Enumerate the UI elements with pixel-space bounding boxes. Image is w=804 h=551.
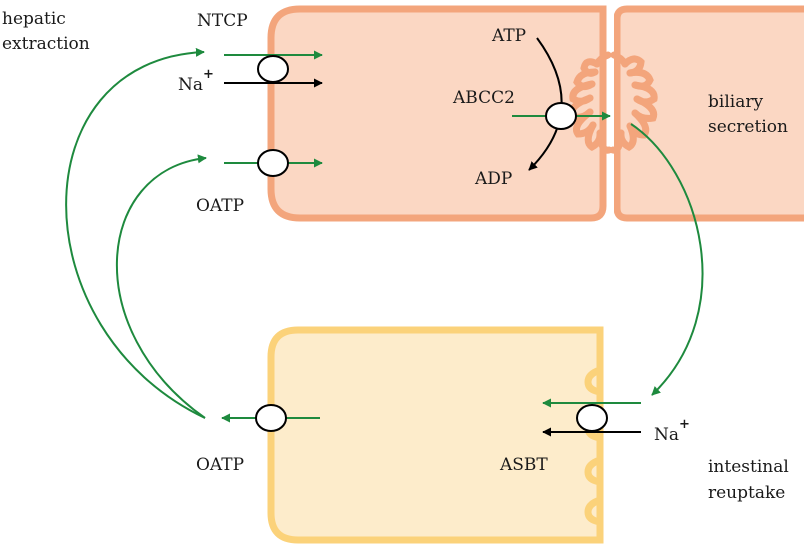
label-na-top-sup: + (203, 67, 214, 82)
label-oatp-top: OATP (196, 196, 244, 216)
asbt-transporter (577, 405, 607, 431)
label-biliary: biliary (708, 92, 763, 112)
label-oatp-bottom: OATP (196, 455, 244, 475)
label-secretion: secretion (708, 117, 788, 137)
portal-return-inner-arrow (117, 158, 206, 418)
label-hepatic: hepatic (2, 9, 66, 29)
label-abcc2: ABCC2 (452, 88, 515, 108)
label-extraction: extraction (2, 34, 90, 54)
label-ntcp: NTCP (197, 11, 248, 31)
label-reuptake: reuptake (708, 483, 785, 503)
label-na-top: Na (178, 75, 203, 95)
label-asbt: ASBT (499, 455, 548, 475)
ntcp-transporter (258, 56, 288, 82)
label-atp: ATP (491, 26, 526, 46)
intercellular-gap (607, 5, 614, 223)
oatp-top-transporter (258, 150, 288, 176)
label-intestinal: intestinal (708, 457, 789, 477)
oatp-bottom-transporter (256, 405, 286, 431)
abcc2-transporter (546, 103, 576, 129)
label-na-bottom: Na (654, 425, 679, 445)
label-adp: ADP (474, 169, 512, 189)
portal-return-outer-arrow (66, 52, 205, 418)
label-na-bottom-sup: + (679, 417, 690, 432)
hepatocyte-right (617, 9, 804, 218)
enterocyte (271, 330, 600, 540)
